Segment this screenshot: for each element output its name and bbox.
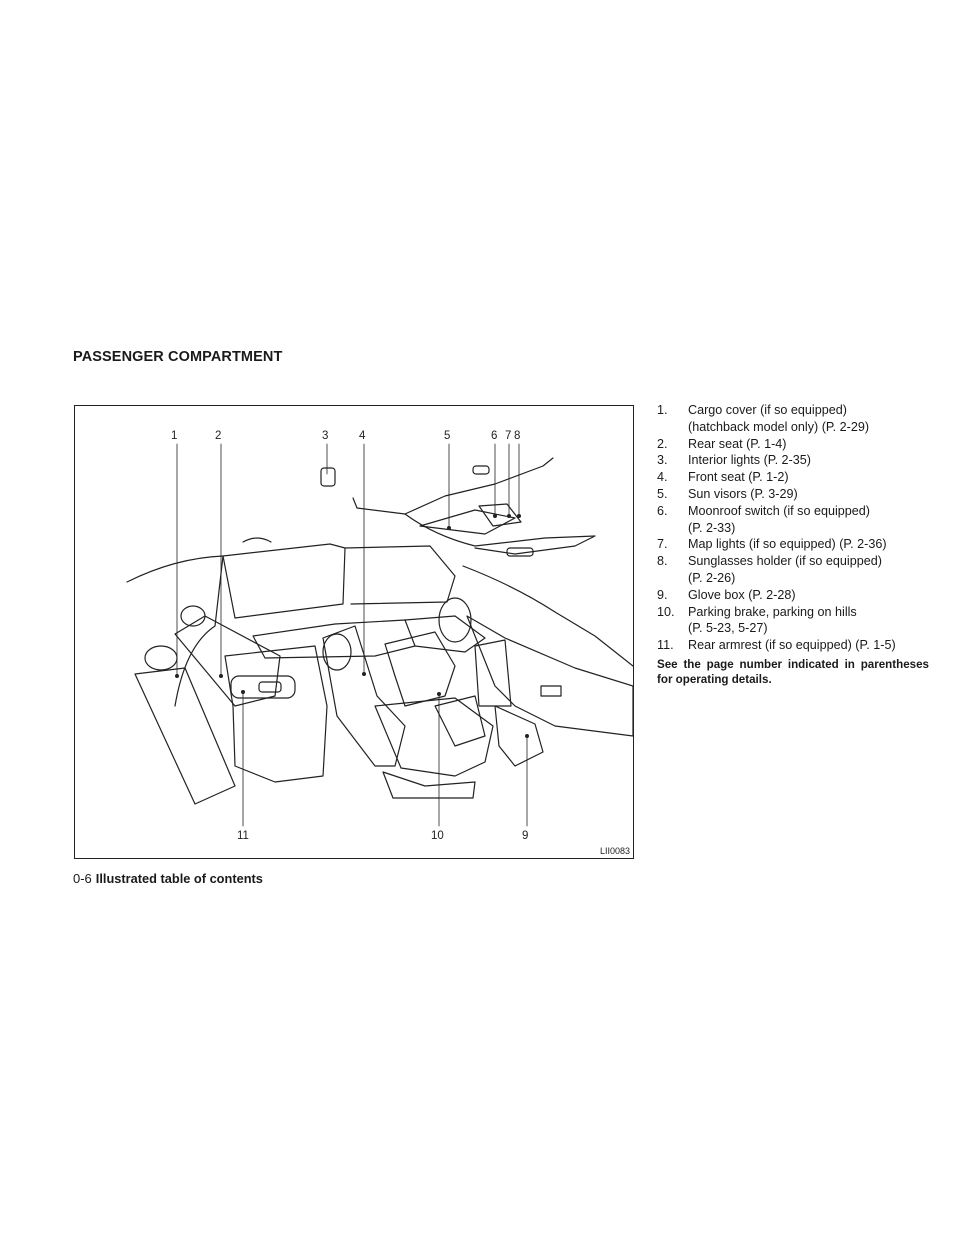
legend-item: 10. Parking brake, parking on hills (P. 5-… — [657, 604, 929, 638]
front-seat-base — [382, 771, 476, 799]
callout-4: 4 — [359, 430, 366, 442]
legend-number: 10. — [657, 604, 675, 619]
callout-8: 8 — [514, 430, 521, 442]
legend-number: 9. — [657, 587, 668, 602]
legend-list: 1. Cargo cover (if so equipped) (hatchback… — [657, 402, 929, 654]
grab-handle — [242, 537, 272, 543]
overhead-console — [478, 503, 522, 527]
callout-1: 1 — [171, 430, 178, 442]
legend-number: 6. — [657, 503, 668, 518]
legend-text: Sunglasses holder (if so equipped) — [688, 554, 882, 569]
legend-number: 1. — [657, 403, 668, 417]
rear-seat-fold — [134, 667, 236, 805]
legend-number: 8. — [657, 554, 668, 569]
center-stack — [474, 639, 512, 707]
legend-item: 5. Sun visors (P. 3-29) — [657, 486, 929, 503]
callout-9: 9 — [522, 830, 529, 842]
legend-text: Parking brake, parking on hills — [688, 604, 857, 619]
c-pillar — [126, 555, 224, 707]
headliner — [404, 513, 596, 555]
door-panel — [252, 619, 416, 659]
operating-details-note: See the page number indicated in parenth… — [657, 658, 929, 686]
steering-wheel — [438, 597, 472, 643]
rear-headrest — [144, 645, 178, 671]
console — [434, 695, 486, 747]
rear-window — [222, 543, 346, 619]
legend-text: Cargo cover (if so equipped) — [688, 403, 847, 417]
legend-text: Map lights (if so equipped) (P. 2-36) — [688, 537, 887, 552]
legend-text: (P. 2-26) — [688, 570, 736, 585]
interior-light-box — [320, 467, 336, 487]
legend-text: Glove box (P. 2-28) — [688, 587, 796, 602]
callout-10: 10 — [431, 830, 444, 842]
front-door-panel — [404, 615, 486, 653]
legend-text: Interior lights (P. 2-35) — [688, 453, 811, 468]
windshield — [462, 565, 633, 667]
driver-seat — [384, 631, 456, 707]
front-seat-back — [322, 625, 406, 767]
callout-5: 5 — [444, 430, 451, 442]
legend-text: Sun visors (P. 3-29) — [688, 486, 798, 501]
legend-item: 6. Moonroof switch (if so equipped) (P. 2-… — [657, 503, 929, 537]
footer-title: Illustrated table of contents — [95, 871, 263, 886]
front-headrest — [322, 633, 352, 671]
rear-headrest-2 — [180, 605, 206, 627]
legend-number: 3. — [657, 453, 668, 468]
legend-text: Moonroof switch (if so equipped) — [688, 503, 871, 518]
legend-item: 11. Rear armrest (if so equipped) (P. 1-5… — [657, 637, 929, 654]
leader-lines — [176, 443, 528, 827]
legend-item: 8. Sunglasses holder (if so equipped)(P. … — [657, 553, 929, 587]
legend-text: Rear armrest (if so equipped) (P. 1-5) — [688, 638, 896, 653]
legend-number: 4. — [657, 470, 668, 485]
legend-number: 5. — [657, 486, 668, 501]
legend-item: 4. Front seat (P. 1-2) — [657, 469, 929, 486]
legend-item: 3. Interior lights (P. 2-35) — [657, 452, 929, 469]
rear-view-mirror — [506, 547, 534, 557]
rear-seat-cushion — [224, 645, 328, 783]
callout-3: 3 — [322, 430, 329, 442]
leader-dots — [175, 514, 529, 738]
legend-text: Rear seat (P. 1-4) — [688, 436, 787, 451]
glove-box — [494, 705, 544, 767]
legend-number: 2. — [657, 436, 668, 451]
roof-outline — [352, 457, 554, 515]
sunglasses-holder-box — [472, 465, 490, 475]
legend-text: (P. 5-23, 5-27) — [688, 621, 768, 636]
sun-visor — [419, 509, 516, 535]
legend-item: 9. Glove box (P. 2-28) — [657, 587, 929, 604]
legend-item: 7. Map lights (if so equipped) (P. 2-36) — [657, 536, 929, 553]
callout-7: 7 — [505, 430, 512, 442]
callout-6: 6 — [491, 430, 498, 442]
passenger-compartment-figure: 1 2 3 4 5 6 7 8 9 10 11 LII0083 — [74, 405, 634, 859]
vent — [540, 685, 562, 697]
dashboard — [466, 615, 633, 737]
legend-number: 11. — [657, 638, 674, 653]
car-interior-illustration — [126, 443, 633, 827]
legend-text: Front seat (P. 1-2) — [688, 470, 789, 485]
rear-armrest-shape — [230, 675, 296, 699]
figure-code: LII0083 — [599, 846, 630, 856]
legend-item: 1. Cargo cover (if so equipped) (hatchback… — [657, 402, 929, 436]
legend-text: (hatchback model only) (P. 2-29) — [688, 419, 870, 434]
legend-number: 7. — [657, 537, 668, 552]
legend-text: (P. 2-33) — [688, 520, 736, 535]
callout-11: 11 — [237, 830, 249, 842]
rear-door-window — [344, 545, 456, 605]
page-number: 0-6 — [73, 871, 92, 886]
callout-2: 2 — [215, 430, 222, 442]
rear-armrest-cupholder — [258, 681, 282, 693]
legend-item: 2. Rear seat (P. 1-4) — [657, 436, 929, 453]
front-seat-cushion — [374, 697, 494, 777]
section-title: PASSENGER COMPARTMENT — [73, 349, 283, 365]
